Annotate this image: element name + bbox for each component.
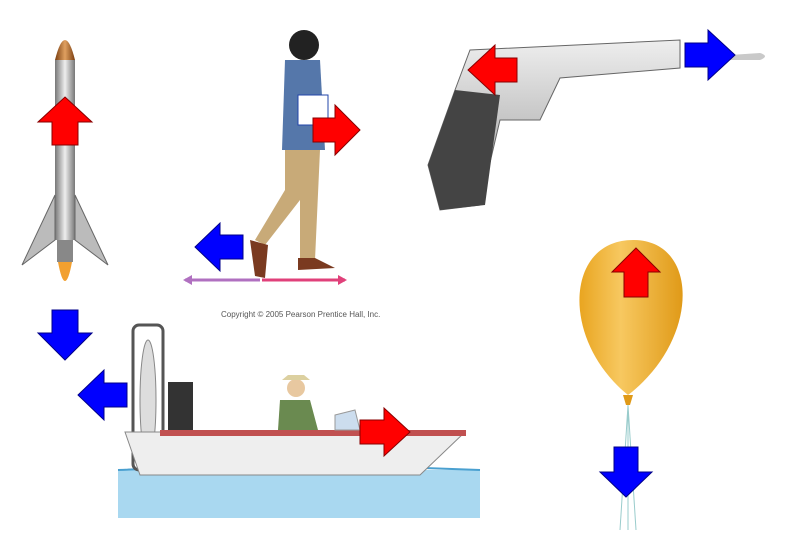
airboat-air-arrow-left [77,368,128,422]
airboat [117,323,481,518]
bullet [730,53,765,60]
balloon-arrow-up [610,247,662,298]
rocket-exhaust-arrow-down [36,309,94,361]
woman-push-arrow-right [312,103,361,157]
rocket-thrust-arrow-up [36,96,94,146]
gun-recoil-arrow-left [467,43,518,97]
airboat-thrust-arrow-right [359,406,411,458]
water [118,470,480,518]
rocket [21,40,109,281]
balloon-air-arrow-down [598,446,654,498]
arrows [36,28,736,498]
copyright-text: Copyright © 2005 Pearson Prentice Hall, … [221,310,381,319]
bullet-arrow-right [684,28,736,82]
floor-reaction-arrow-left [194,221,244,273]
